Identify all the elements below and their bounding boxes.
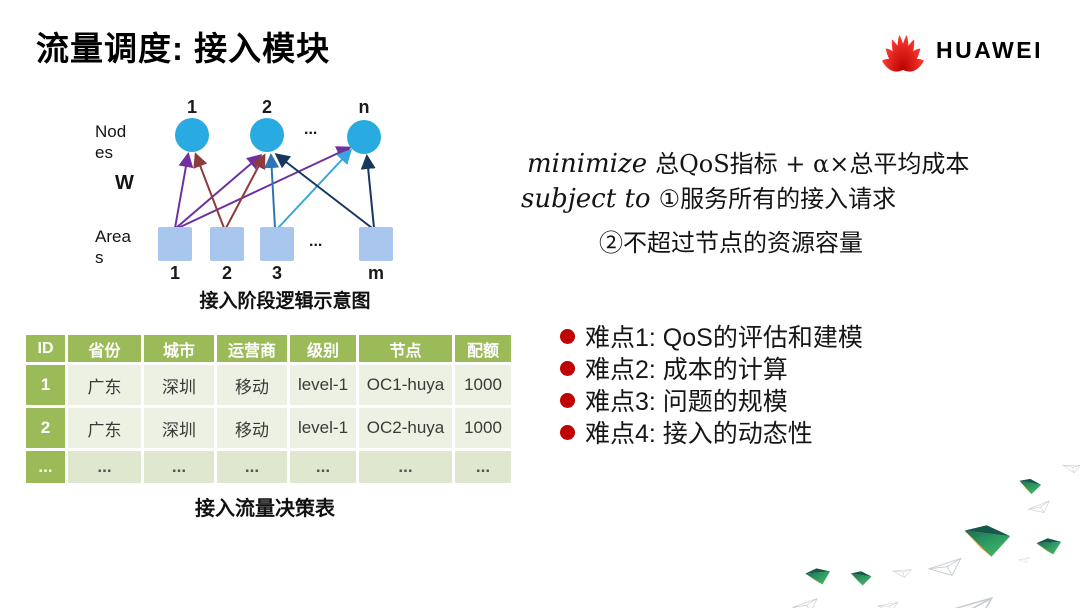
table-cell: ... xyxy=(68,451,141,483)
table-row: 2 广东 深圳 移动 level-1 OC2-huya 1000 xyxy=(26,408,511,448)
area-square xyxy=(158,227,192,261)
table-cell: 深圳 xyxy=(144,408,214,448)
area-label: 3 xyxy=(271,263,282,283)
areas-ellipsis: ... xyxy=(309,233,323,250)
area-label: 2 xyxy=(221,263,232,283)
list-item: 难点2: 成本的计算 xyxy=(560,352,863,384)
area-square xyxy=(359,227,393,261)
access-diagram: Nodes W Areas 1 2 n ... 1 2 3 m ... 接入阶段… xyxy=(85,95,425,325)
table-header-cell: ID xyxy=(26,335,65,362)
node-circle xyxy=(175,118,209,152)
table-cell: 移动 xyxy=(217,365,287,405)
area-square xyxy=(210,227,244,261)
table-header-cell: 城市 xyxy=(144,335,214,362)
bullet-icon xyxy=(560,392,575,408)
decoration-triangles xyxy=(791,460,1080,608)
huawei-logo: HUAWEI xyxy=(880,24,1043,76)
table-cell: 移动 xyxy=(217,408,287,448)
bullet-icon xyxy=(560,424,575,440)
list-item: 难点3: 问题的规模 xyxy=(560,384,863,416)
table-header-row: ID 省份 城市 运营商 级别 节点 配额 xyxy=(26,335,511,362)
table-cell: level-1 xyxy=(290,365,356,405)
area-label: 1 xyxy=(169,263,180,283)
table-cell: ... xyxy=(26,451,65,483)
challenge-text: 难点4: 接入的动态性 xyxy=(585,420,813,448)
list-item: 难点1: QoS的评估和建模 xyxy=(560,320,863,352)
subject-to-keyword: subject to xyxy=(521,184,651,214)
node-label: n xyxy=(358,97,370,117)
objective-expression: 总QoS指标 + α×总平均成本 xyxy=(655,150,970,178)
node-label: 2 xyxy=(261,97,272,117)
table-row: ... ... ... ... ... ... ... xyxy=(26,451,511,483)
constraint-line-2: ②不超过节点的资源容量 xyxy=(599,223,863,258)
area-label: m xyxy=(367,263,384,283)
table-cell: 广东 xyxy=(68,408,141,448)
table-cell: 1000 xyxy=(455,365,511,405)
table-cell: level-1 xyxy=(290,408,356,448)
table-cell: 2 xyxy=(26,408,65,448)
list-item: 难点4: 接入的动态性 xyxy=(560,416,863,448)
table-cell: 1000 xyxy=(455,408,511,448)
challenge-list: 难点1: QoS的评估和建模 难点2: 成本的计算 难点3: 问题的规模 难点4… xyxy=(560,320,863,448)
table-cell: ... xyxy=(290,451,356,483)
table-cell: OC2-huya xyxy=(359,408,452,448)
node-label: 1 xyxy=(186,97,197,117)
huawei-flower-icon xyxy=(882,34,924,72)
node-circle xyxy=(250,118,284,152)
nodes-ellipsis: ... xyxy=(304,121,318,138)
page-title: 流量调度: 接入模块 xyxy=(36,30,331,67)
area-square xyxy=(260,227,294,261)
table-cell: ... xyxy=(144,451,214,483)
table-cell: 深圳 xyxy=(144,365,214,405)
access-decision-table: ID 省份 城市 运营商 级别 节点 配额 1 广东 深圳 移动 level-1… xyxy=(23,332,514,486)
challenge-text: 难点1: QoS的评估和建模 xyxy=(585,324,863,352)
table-cell: OC1-huya xyxy=(359,365,452,405)
table-cell: 1 xyxy=(26,365,65,405)
diagram-caption: 接入阶段逻辑示意图 xyxy=(199,291,371,312)
table-header-cell: 省份 xyxy=(68,335,141,362)
table-header-cell: 级别 xyxy=(290,335,356,362)
bipartite-graph xyxy=(158,118,393,261)
table-header-cell: 节点 xyxy=(359,335,452,362)
bullet-icon xyxy=(560,328,575,344)
minimize-keyword: minimize xyxy=(527,149,648,179)
table-header-cell: 运营商 xyxy=(217,335,287,362)
table-cell: 广东 xyxy=(68,365,141,405)
table-cell: ... xyxy=(455,451,511,483)
table-cell: ... xyxy=(217,451,287,483)
table-row: 1 广东 深圳 移动 level-1 OC1-huya 1000 xyxy=(26,365,511,405)
table-caption: 接入流量决策表 xyxy=(195,498,335,520)
challenge-text: 难点3: 问题的规模 xyxy=(585,388,788,416)
constraint-1: ①服务所有的接入请求 xyxy=(658,185,897,213)
nodes-label: Nodes xyxy=(95,122,127,162)
huawei-wordmark: HUAWEI xyxy=(936,36,1043,63)
table-header-cell: 配额 xyxy=(455,335,511,362)
table-cell: ... xyxy=(359,451,452,483)
weight-label: W xyxy=(115,172,134,194)
node-circle xyxy=(347,120,381,154)
bullet-icon xyxy=(560,360,575,376)
constraint-2: ②不超过节点的资源容量 xyxy=(599,229,863,257)
areas-label: Areas xyxy=(95,227,131,267)
challenge-text: 难点2: 成本的计算 xyxy=(585,356,788,384)
